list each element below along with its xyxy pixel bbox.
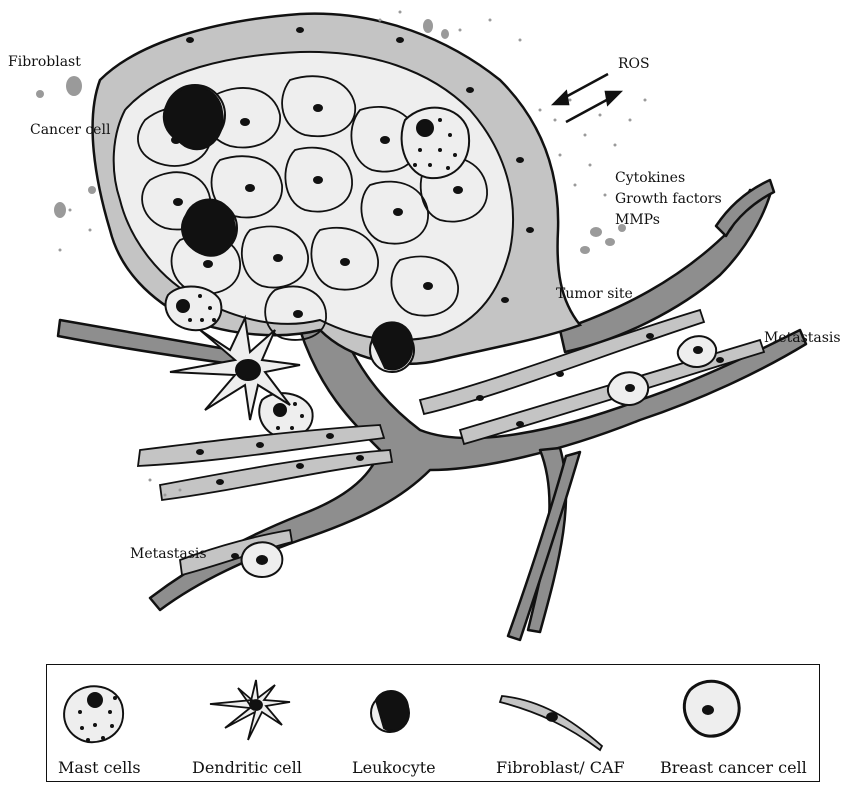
legend-label-mast-cells: Mast cells (58, 758, 141, 777)
legend-label-fibroblast-caf: Fibroblast/ CAF (496, 758, 625, 777)
legend-label-dendritic-cell: Dendritic cell (192, 758, 302, 777)
label-tumor-site: Tumor site (556, 286, 633, 302)
label-metastasis-left: Metastasis (130, 546, 207, 562)
label-mmps: MMPs (615, 212, 660, 228)
label-ros: ROS (618, 56, 650, 72)
legend-label-leukocyte: Leukocyte (352, 758, 436, 777)
label-growth-factors: Growth factors (615, 191, 722, 207)
label-cancer-cell: Cancer cell (30, 122, 110, 138)
label-metastasis-right: Metastasis (764, 330, 841, 346)
label-cytokines: Cytokines (615, 170, 685, 186)
ros-arrows (554, 74, 620, 122)
legend-label-breast-cancer-cell: Breast cancer cell (660, 758, 807, 777)
label-fibroblast: Fibroblast (8, 54, 81, 70)
